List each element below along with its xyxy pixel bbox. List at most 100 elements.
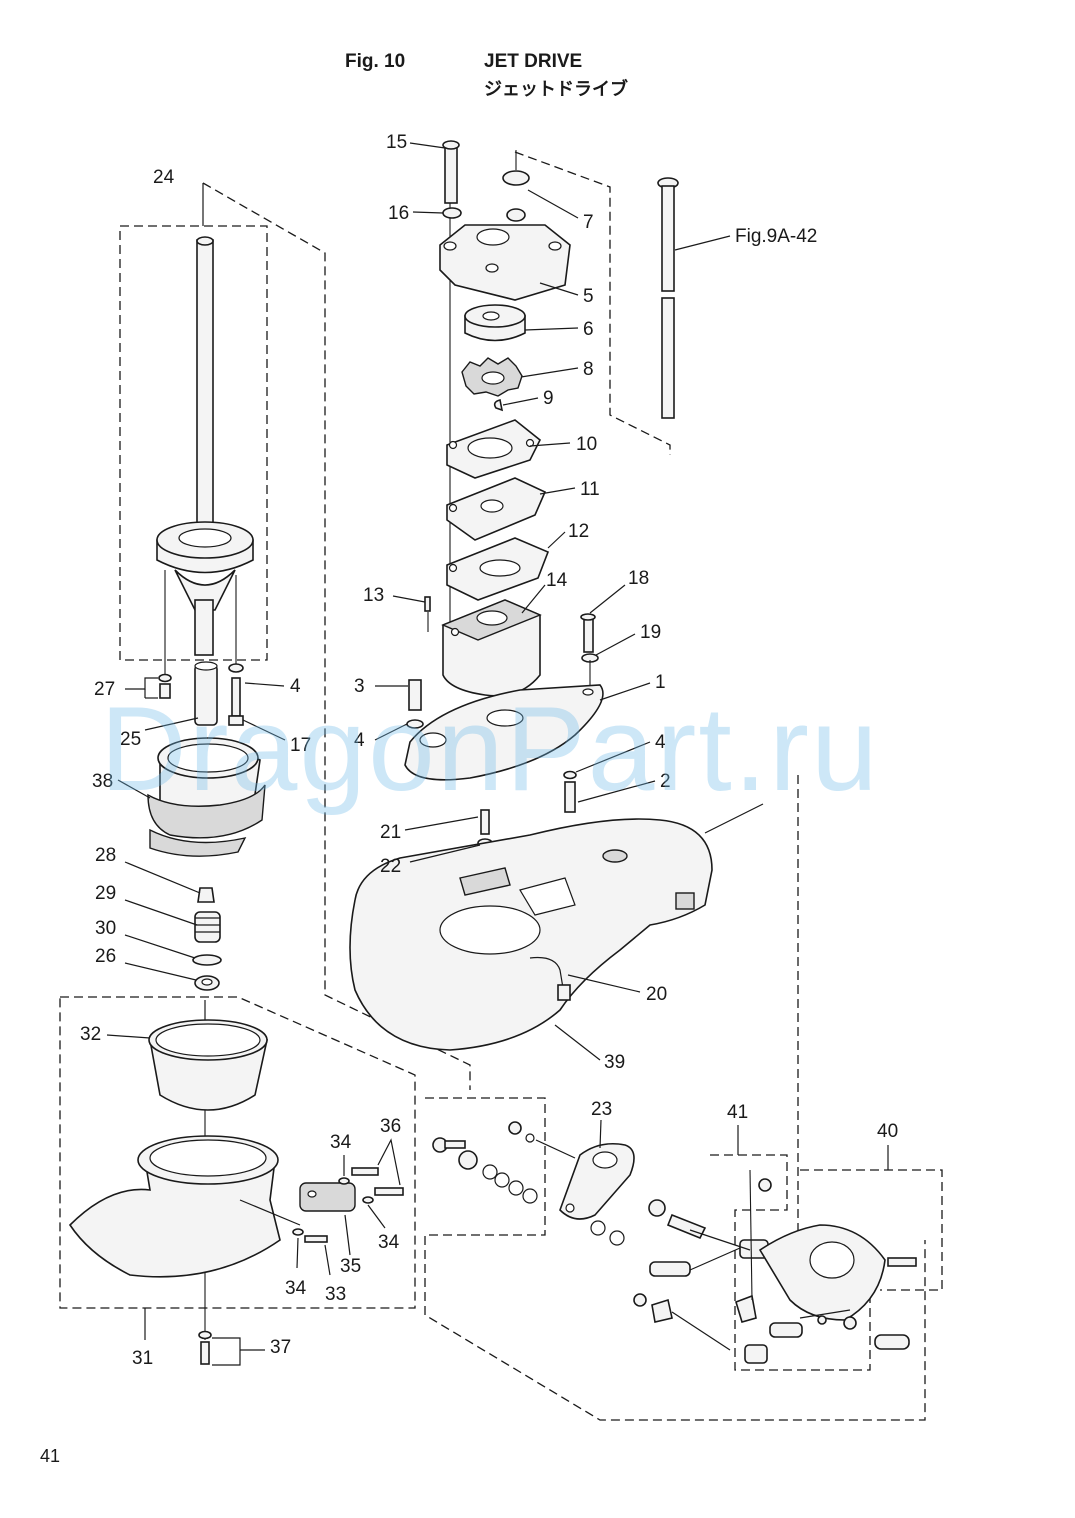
reference-fig9a-42: Fig.9A-42 <box>735 226 817 247</box>
bolt-36-lower <box>374 1187 404 1196</box>
callout-2: 2 <box>660 771 671 792</box>
grommet-7 <box>506 208 526 222</box>
washer-27 <box>158 673 172 683</box>
callout-12: 12 <box>568 521 589 542</box>
adapter-plate-1 <box>404 684 604 781</box>
callout-36: 36 <box>380 1116 401 1137</box>
key-9 <box>493 399 504 412</box>
callout-21: 21 <box>380 822 401 843</box>
callout-34-top: 34 <box>330 1132 352 1153</box>
water-pipe <box>657 177 679 419</box>
nut-41 <box>758 1178 772 1192</box>
bolt-17-shank <box>231 677 241 717</box>
washer-d <box>522 1188 538 1204</box>
shaft-end <box>194 599 214 656</box>
callout-15: 15 <box>386 132 407 153</box>
title-japanese: ジェットドライブ <box>484 79 628 100</box>
bracket-23 <box>559 1142 635 1246</box>
bolt-40 <box>887 1257 917 1267</box>
drive-shaft-assembly <box>156 236 254 656</box>
hose-fitting <box>557 984 571 1001</box>
housing-impeller-bore <box>439 905 541 955</box>
cap-40 <box>744 1344 768 1364</box>
callout-10: 10 <box>576 434 597 455</box>
group-box-31 <box>59 996 416 1309</box>
bolt-18 <box>583 616 594 653</box>
washer-34-bottom <box>292 1228 304 1236</box>
hose-20 <box>529 956 564 989</box>
figure-number: Fig. 10 <box>345 51 406 72</box>
spacer-tube-25 <box>194 664 218 726</box>
washer-16 <box>442 207 462 219</box>
callout-31: 31 <box>132 1348 153 1369</box>
washer-4-left <box>228 663 244 673</box>
water-impeller-8 <box>461 357 523 397</box>
clip-41 <box>735 1294 757 1323</box>
callout-19: 19 <box>640 622 661 643</box>
drive-shaft <box>196 239 214 541</box>
callout-18: 18 <box>628 568 649 589</box>
callout-17: 17 <box>290 735 311 756</box>
deflector-40 <box>758 1224 917 1330</box>
callout-34-bottom: 34 <box>285 1278 307 1299</box>
nut-lower <box>633 1293 647 1307</box>
pump-housing-39 <box>349 818 713 1051</box>
impeller-38 <box>147 737 266 857</box>
callout-1: 1 <box>655 672 666 693</box>
nut-left <box>458 1150 478 1170</box>
page-number: 41 <box>40 1446 61 1466</box>
group-box-40 <box>800 1169 943 1291</box>
pin-40 <box>874 1334 910 1350</box>
washer-30 <box>192 954 222 966</box>
callout-4-left: 4 <box>290 676 301 697</box>
callout-24: 24 <box>153 167 175 188</box>
callout-27: 27 <box>94 679 115 700</box>
shaft-centerline-link <box>202 182 471 1090</box>
bolt-27 <box>159 683 171 699</box>
bolt-2 <box>564 781 576 813</box>
group-box-24 <box>119 225 268 661</box>
callout-26: 26 <box>95 946 116 967</box>
wear-ring-32 <box>148 1019 268 1111</box>
bolt-37 <box>200 1341 210 1365</box>
callout-28: 28 <box>95 845 116 866</box>
callout-34-right: 34 <box>378 1232 400 1253</box>
bearing-bore <box>178 528 232 548</box>
washer-e <box>590 1220 606 1236</box>
leader-lines <box>106 142 889 1366</box>
bolt-lower <box>651 1298 673 1323</box>
bolt-17-head <box>228 715 244 726</box>
group-box-large <box>424 1097 926 1421</box>
pump-link-line <box>514 151 671 455</box>
callout-11: 11 <box>580 479 600 500</box>
group-box-41 <box>710 1154 871 1371</box>
callout-8: 8 <box>583 359 594 380</box>
callout-41: 41 <box>727 1102 748 1123</box>
deflector-bore <box>809 1241 855 1279</box>
pin-sleeve <box>649 1261 691 1277</box>
callout-6: 6 <box>583 319 594 340</box>
adapter-plate <box>404 684 604 781</box>
callout-14: 14 <box>546 570 568 591</box>
shaft-tip <box>196 236 214 246</box>
callout-38: 38 <box>92 771 113 792</box>
callout-7: 7 <box>583 212 594 233</box>
callout-13: 13 <box>363 585 384 606</box>
washer-4-center <box>406 719 424 729</box>
washer-b <box>494 1172 510 1188</box>
callout-3: 3 <box>354 676 365 697</box>
callout-22: 22 <box>380 856 401 877</box>
washer-34-top <box>338 1177 350 1185</box>
washer-37 <box>198 1330 212 1340</box>
bolt-15 <box>444 144 458 204</box>
spring-40 <box>769 1322 803 1338</box>
callout-23: 23 <box>591 1099 612 1120</box>
callout-40: 40 <box>877 1121 898 1142</box>
anode-35 <box>299 1182 356 1212</box>
nozzle-housing <box>68 1135 281 1278</box>
impeller-vane-lower <box>149 828 247 857</box>
callout-4-right: 4 <box>655 732 666 753</box>
title-english: JET DRIVE <box>484 51 583 72</box>
callout-32: 32 <box>80 1024 101 1045</box>
